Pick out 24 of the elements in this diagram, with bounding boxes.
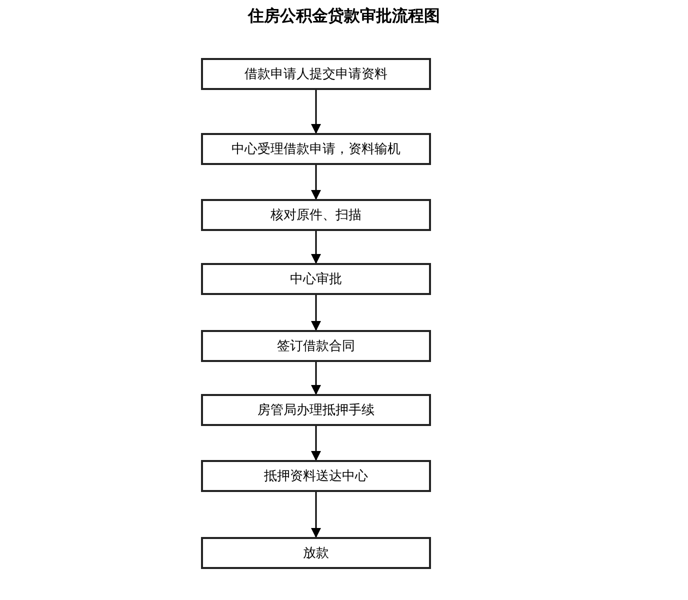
arrow [311, 362, 321, 395]
process-box [201, 537, 431, 569]
step-text: 借款申请人提交申请资料 [244, 66, 388, 83]
process-box [201, 460, 431, 492]
process-box [201, 58, 431, 90]
diagram-title: 住房公积金贷款审批流程图 [246, 6, 441, 27]
arrow [311, 165, 321, 200]
step-text: 房管局办理抵押手续 [258, 402, 374, 419]
step-text: 中心审批 [290, 271, 342, 288]
arrow [311, 231, 321, 264]
step-text: 中心受理借款申请，资料输机 [232, 141, 400, 158]
process-box [201, 330, 431, 362]
arrow [311, 492, 321, 538]
process-box [201, 133, 431, 165]
step-text: 抵押资料送达中心 [264, 468, 368, 485]
process-box [201, 263, 431, 295]
step-text: 放款 [303, 545, 329, 562]
arrow [311, 426, 321, 461]
process-box [201, 394, 431, 426]
step-text: 签订借款合同 [277, 338, 355, 355]
process-box [201, 199, 431, 231]
arrow [311, 295, 321, 331]
arrow [311, 90, 321, 134]
step-text: 核对原件、扫描 [270, 207, 362, 224]
